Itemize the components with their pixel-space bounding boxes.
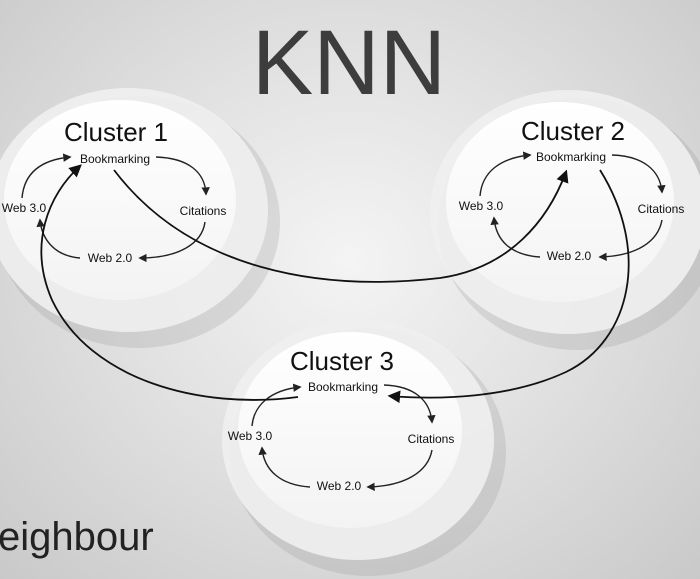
footer-text: eighbour — [0, 515, 154, 559]
cluster-2-disc — [446, 102, 674, 302]
cluster-2-web20: Web 2.0 — [547, 249, 592, 263]
cluster-1-web20: Web 2.0 — [88, 251, 133, 265]
cluster-3-web20: Web 2.0 — [317, 479, 362, 493]
cluster-1-arrow-web30-bookmarking — [21, 153, 72, 199]
cluster-3-arrow-web20-web30 — [258, 446, 311, 488]
cluster-1-arrow-bookmarking-citations — [155, 156, 210, 196]
title: KNN — [252, 12, 446, 114]
cluster-2-arrow-bookmarking-citations — [611, 154, 666, 194]
cluster-3-web30: Web 3.0 — [228, 429, 273, 443]
cluster-3: Cluster 3 Bookmarking Citations Web 2.0 … — [228, 346, 455, 493]
cluster-2: Cluster 2 Bookmarking Citations Web 2.0 … — [459, 116, 685, 263]
cluster-3-citations: Citations — [408, 432, 455, 446]
cluster-1-arrow-citations-web20 — [138, 221, 206, 263]
cluster-1-bookmarking: Bookmarking — [80, 152, 150, 166]
cluster-3-arrow-citations-web20 — [366, 449, 433, 492]
link-cluster2-to-cluster3 — [387, 169, 630, 404]
cluster-2-arrow-web30-bookmarking — [479, 151, 532, 197]
cluster-2-web30: Web 3.0 — [459, 199, 504, 213]
cluster-3-arrow-bookmarking-citations — [383, 384, 436, 424]
cluster-1-arrow-web20-web30 — [36, 218, 81, 259]
cluster-1-title: Cluster 1 — [64, 117, 168, 147]
cluster-2-arrow-web20-web30 — [490, 216, 541, 258]
cluster-3-bookmarking: Bookmarking — [308, 380, 378, 394]
cluster-1-citations: Citations — [180, 204, 227, 218]
cluster-1-disc — [4, 100, 236, 300]
link-cluster1-to-cluster2 — [113, 169, 569, 283]
cluster-2-title: Cluster 2 — [521, 116, 625, 146]
cluster-1: Cluster 1 Bookmarking Citations Web 2.0 … — [2, 117, 227, 265]
cluster-2-arrow-citations-web20 — [598, 219, 663, 262]
cluster-1-web30: Web 3.0 — [2, 201, 47, 215]
cluster-3-title: Cluster 3 — [290, 346, 394, 376]
link-cluster3-to-cluster1 — [40, 164, 299, 401]
cluster-2-citations: Citations — [638, 202, 685, 216]
cluster-2-bookmarking: Bookmarking — [536, 150, 606, 164]
